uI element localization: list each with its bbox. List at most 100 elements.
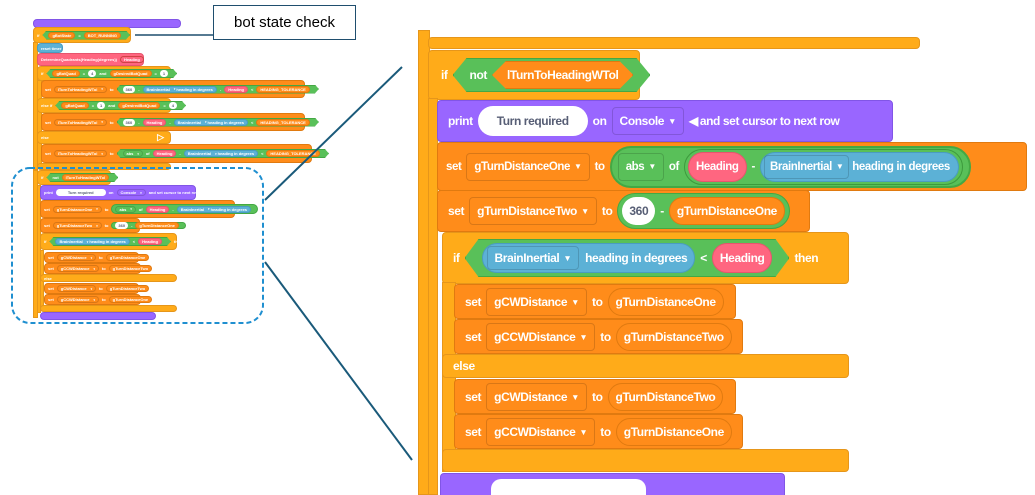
var-dropdown[interactable]: gCCWDistance▼: [486, 322, 596, 351]
print-block[interactable]: print Turn required on Console▼ ◀ and se…: [437, 100, 893, 142]
num-360[interactable]: 360: [622, 197, 656, 225]
kw-to: to: [600, 424, 611, 439]
var-dropdown[interactable]: gCWDistance▼: [486, 287, 587, 316]
var-dropdown[interactable]: gTurnDistanceOne▼: [466, 152, 590, 181]
thumb-print[interactable]: print Turn required on Console▾ and set …: [40, 185, 199, 200]
var-dropdown[interactable]: lTurnToHeadingWTol▾: [53, 85, 107, 93]
var: lTurnToHeadingWTol: [62, 174, 110, 181]
kw-to: to: [101, 297, 106, 302]
caret-down-icon: ▼: [668, 116, 676, 126]
var-dropdown[interactable]: gTurnDistanceTwo▼: [469, 197, 597, 225]
var-dropdown[interactable]: gCWDistance▾: [56, 285, 96, 292]
kw-to: to: [104, 206, 109, 212]
value: gTurnDistanceOne: [607, 287, 724, 316]
sensor-dropdown[interactable]: BrainInertial▼: [763, 154, 850, 179]
op: -: [138, 86, 140, 92]
sensor-dropdown[interactable]: BrainInertial▼: [487, 246, 580, 270]
condition: gBotState = BOT_RUNNING: [42, 31, 130, 40]
caret-down-icon: ▼: [574, 162, 582, 171]
func-dropdown[interactable]: abs▼: [617, 152, 664, 181]
caret-icon: ▾: [101, 151, 103, 156]
label: gTurnDistanceOne: [474, 160, 571, 173]
print-text-input[interactable]: Turn required: [477, 106, 588, 136]
label: gCWDistance: [60, 255, 87, 260]
callout-bot-state-check: bot state check: [213, 5, 356, 40]
func-dropdown[interactable]: abs▾: [123, 150, 143, 157]
thumb-else-if[interactable]: else if gBotQuad = 1 and gDesiredBotQuad…: [37, 98, 197, 113]
kw-then: then: [173, 239, 183, 244]
kw-to: to: [101, 266, 106, 271]
label: BrainInertial: [494, 251, 560, 265]
if-else-block[interactable]: if BrainInertial▼ heading in degrees < H…: [442, 232, 849, 284]
caret-down-icon: ▼: [648, 162, 656, 171]
value: gTurnDistanceTwo: [607, 382, 724, 411]
thumb-determine-quadrants[interactable]: DetermineQuadrants(Heading(degrees)) Hea…: [37, 53, 144, 66]
thumb-set-c[interactable]: set lTurnToHeadingWTol▾ to abs▾ of Headi…: [41, 144, 312, 163]
target-dropdown[interactable]: Console▾: [116, 189, 146, 196]
thumb-if2[interactable]: if BrainInertial▾ heading in degrees < H…: [40, 233, 182, 250]
arg: Heading: [120, 56, 144, 63]
caret-down-icon: ▼: [835, 162, 844, 171]
var-dropdown[interactable]: gCCWDistance▾: [56, 296, 99, 303]
else-label-bar[interactable]: else: [442, 354, 849, 378]
var-dropdown[interactable]: gCWDistance▾: [56, 254, 96, 261]
label: abs: [119, 206, 127, 212]
var: gBotState: [48, 32, 75, 39]
var-dropdown[interactable]: lTurnToHeadingWTol▾: [53, 118, 107, 126]
kw-set: set: [48, 297, 54, 302]
kw-to: to: [592, 389, 603, 404]
if-not-block[interactable]: if not lTurnToHeadingWTol then: [428, 50, 680, 100]
kw-set: set: [448, 204, 465, 218]
console-dropdown[interactable]: Console▼: [611, 107, 684, 135]
var-dropdown[interactable]: gCCWDistance▾: [56, 265, 99, 272]
caret-icon: ▾: [101, 120, 103, 124]
var-dropdown[interactable]: gTurnDistanceTwo▾: [52, 222, 102, 229]
kw-if: if: [37, 32, 40, 38]
label: lTurnToHeadingWTol: [57, 119, 98, 125]
caret-icon: ▾: [208, 207, 210, 211]
var: gBotQuad: [52, 70, 79, 77]
thumb-else[interactable]: else ▷: [37, 131, 171, 144]
kw-set: set: [48, 286, 54, 291]
flag-triangle-icon: ▷: [157, 132, 164, 142]
kw-to: to: [109, 119, 114, 125]
thumb-set-b[interactable]: set lTurnToHeadingWTol▾ to 360 - Heading…: [41, 113, 305, 131]
var-dropdown[interactable]: lTurnToHeadingWTol▾: [53, 150, 107, 157]
label: abs: [126, 151, 134, 156]
caret-down-icon: ▼: [571, 296, 579, 307]
thumb-reset-timer[interactable]: reset timer: [37, 43, 63, 53]
thumb-else2[interactable]: else: [40, 274, 177, 282]
func-dropdown[interactable]: abs▾: [115, 205, 136, 213]
caret-down-icon: ▼: [580, 206, 589, 216]
label: gCWDistance: [60, 286, 87, 291]
var-dropdown[interactable]: gTurnDistanceOne▾: [52, 205, 102, 213]
text: Turn required: [55, 189, 106, 196]
thumb-set-a[interactable]: set lTurnToHeadingWTol▾ to 360 - BrainIn…: [41, 80, 305, 98]
kw-print: print: [448, 114, 473, 128]
op: -: [131, 223, 133, 228]
suffix: and set cursor to next row: [699, 114, 840, 128]
var-dropdown[interactable]: gCCWDistance▼: [486, 417, 596, 446]
num: 4: [88, 70, 96, 77]
var-dropdown[interactable]: gCWDistance▼: [486, 382, 587, 411]
kw-of: of: [138, 206, 143, 212]
caret-icon: ▾: [205, 120, 207, 124]
thumb-set1[interactable]: set gTurnDistanceOne▾ to abs▾ of Heading…: [40, 200, 259, 218]
label: BrainInertial: [180, 206, 205, 212]
set-turn-distance-two[interactable]: set gTurnDistanceTwo▼ to 360 - gTurnDist…: [437, 190, 810, 232]
abs-expr: abs▼ of Heading - BrainInertial▼ heading…: [609, 145, 971, 188]
num: 4: [169, 102, 177, 109]
thumb-set2[interactable]: set gTurnDistanceTwo▾ to 360-gTurnDistan…: [40, 218, 186, 233]
set-turn-distance-one[interactable]: set gTurnDistanceOne▼ to abs▼ of Heading…: [437, 142, 1027, 191]
print-text-input: [491, 479, 646, 495]
var: gDesiredBotQuad: [110, 70, 152, 77]
